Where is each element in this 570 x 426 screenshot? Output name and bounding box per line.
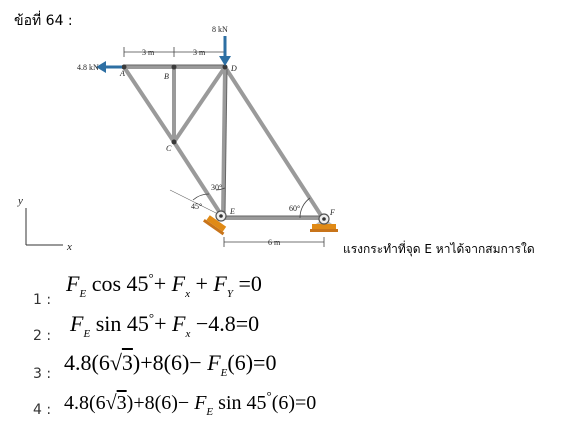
member-cd — [172, 65, 227, 144]
eq3-mid: )+8(6)− — [132, 350, 202, 375]
eq4-root: √ — [105, 392, 117, 414]
eq1-cos: cos 45 — [91, 271, 149, 296]
label-axis-x: x — [66, 241, 72, 253]
label-node-d: D — [230, 64, 237, 73]
eq2-sub-e: E — [83, 328, 91, 340]
eq2-fx: F — [172, 311, 186, 336]
eq3-left: 4.8(6 — [64, 350, 110, 375]
eq1-plus2: + — [195, 271, 208, 296]
member-ce — [172, 140, 224, 218]
label-node-b: B — [164, 72, 169, 81]
option-equation-1[interactable]: FE cos 45°+ Fx + FY =0 — [66, 270, 262, 300]
eq4-f: F — [194, 392, 207, 414]
eq2-f: F — [70, 311, 84, 336]
eq1-sub-y: Y — [226, 288, 233, 300]
eq1-sub-e: E — [79, 288, 87, 300]
eq3-sub-e: E — [220, 367, 228, 379]
label-dim-ab: 3 m — [142, 48, 155, 57]
label-angle-30: 30° — [211, 183, 222, 192]
option-number-1: 1 : — [33, 292, 52, 308]
label-node-e: E — [229, 207, 235, 216]
option-equation-4[interactable]: 4.8(6√3)+8(6)− FE sin 45°(6)=0 — [64, 388, 316, 418]
option-number-4: 4 : — [33, 402, 52, 418]
joint-b — [171, 64, 177, 70]
eq4-mid: )+8(6)− — [126, 392, 190, 414]
eq1-deg: ° — [148, 270, 154, 285]
label-angle-45: 45° — [191, 202, 202, 211]
eq1-fx: F — [171, 271, 186, 296]
eq2-rest: −4.8=0 — [195, 311, 260, 336]
eq4-sin: sin 45 — [213, 392, 267, 414]
eq4-sub-e: E — [206, 406, 214, 418]
eq3-rhs: (6)=0 — [227, 350, 277, 375]
eq2-plus1: + — [154, 311, 167, 336]
load-arrow-4-8kn — [96, 61, 122, 73]
label-node-c: C — [166, 144, 172, 153]
label-angle-60: 60° — [289, 204, 300, 213]
eq3-root: √ — [109, 350, 122, 375]
label-4-8kn: 4.8 kN — [77, 63, 99, 72]
eq2-sub-x: x — [185, 328, 191, 340]
label-dim-bd: 3 m — [193, 48, 206, 57]
joint-a — [121, 64, 127, 70]
eq4-rhs: (6)=0 — [271, 392, 317, 414]
label-8kn: 8 kN — [212, 25, 228, 34]
option-number-2: 2 : — [33, 328, 52, 344]
member-ac — [122, 65, 176, 144]
eq4-left: 4.8(6 — [64, 392, 106, 414]
option-equation-3[interactable]: 4.8(6√3)+8(6)− FE(6)=0 — [64, 350, 276, 379]
option-equation-2[interactable]: FE sin 45°+ Fx −4.8=0 — [70, 310, 259, 340]
label-dim-ef: 6 m — [268, 238, 281, 247]
eq4-three: 3 — [116, 392, 127, 414]
eq3-f: F — [207, 350, 221, 375]
angle-arc-30 — [215, 187, 226, 191]
eq4-deg: ° — [266, 388, 272, 403]
eq2-sin: sin 45 — [95, 311, 149, 336]
eq1-fy: F — [213, 271, 227, 296]
joint-d — [222, 64, 228, 70]
option-number-3: 3 : — [33, 366, 52, 382]
member-df — [223, 65, 326, 222]
support-e — [203, 215, 227, 236]
eq1-plus1: + — [153, 271, 167, 296]
question-text: แรงกระทำที่จุด E หาได้จากสมการใด — [343, 242, 535, 256]
axes — [25, 208, 63, 246]
eq2-deg: ° — [148, 310, 155, 325]
label-node-f: F — [329, 208, 335, 217]
eq3-three: 3 — [121, 350, 133, 375]
eq1-rhs: =0 — [238, 271, 262, 296]
label-node-a: A — [119, 69, 125, 78]
angle-arc-60 — [299, 197, 311, 219]
angle-arc-45 — [192, 193, 210, 201]
load-arrow-8kn — [219, 36, 231, 66]
eq1-sub-x: x — [185, 288, 190, 300]
member-de — [221, 65, 227, 218]
joint-c — [171, 139, 177, 145]
label-axis-y: y — [17, 195, 23, 207]
eq1-f: F — [66, 271, 80, 296]
truss-figure: 8 kN 4.8 kN 3 m 3 m 6 m A B C D E F 30° … — [17, 25, 338, 253]
question-number: ข้อที่ 64 : — [14, 13, 73, 29]
